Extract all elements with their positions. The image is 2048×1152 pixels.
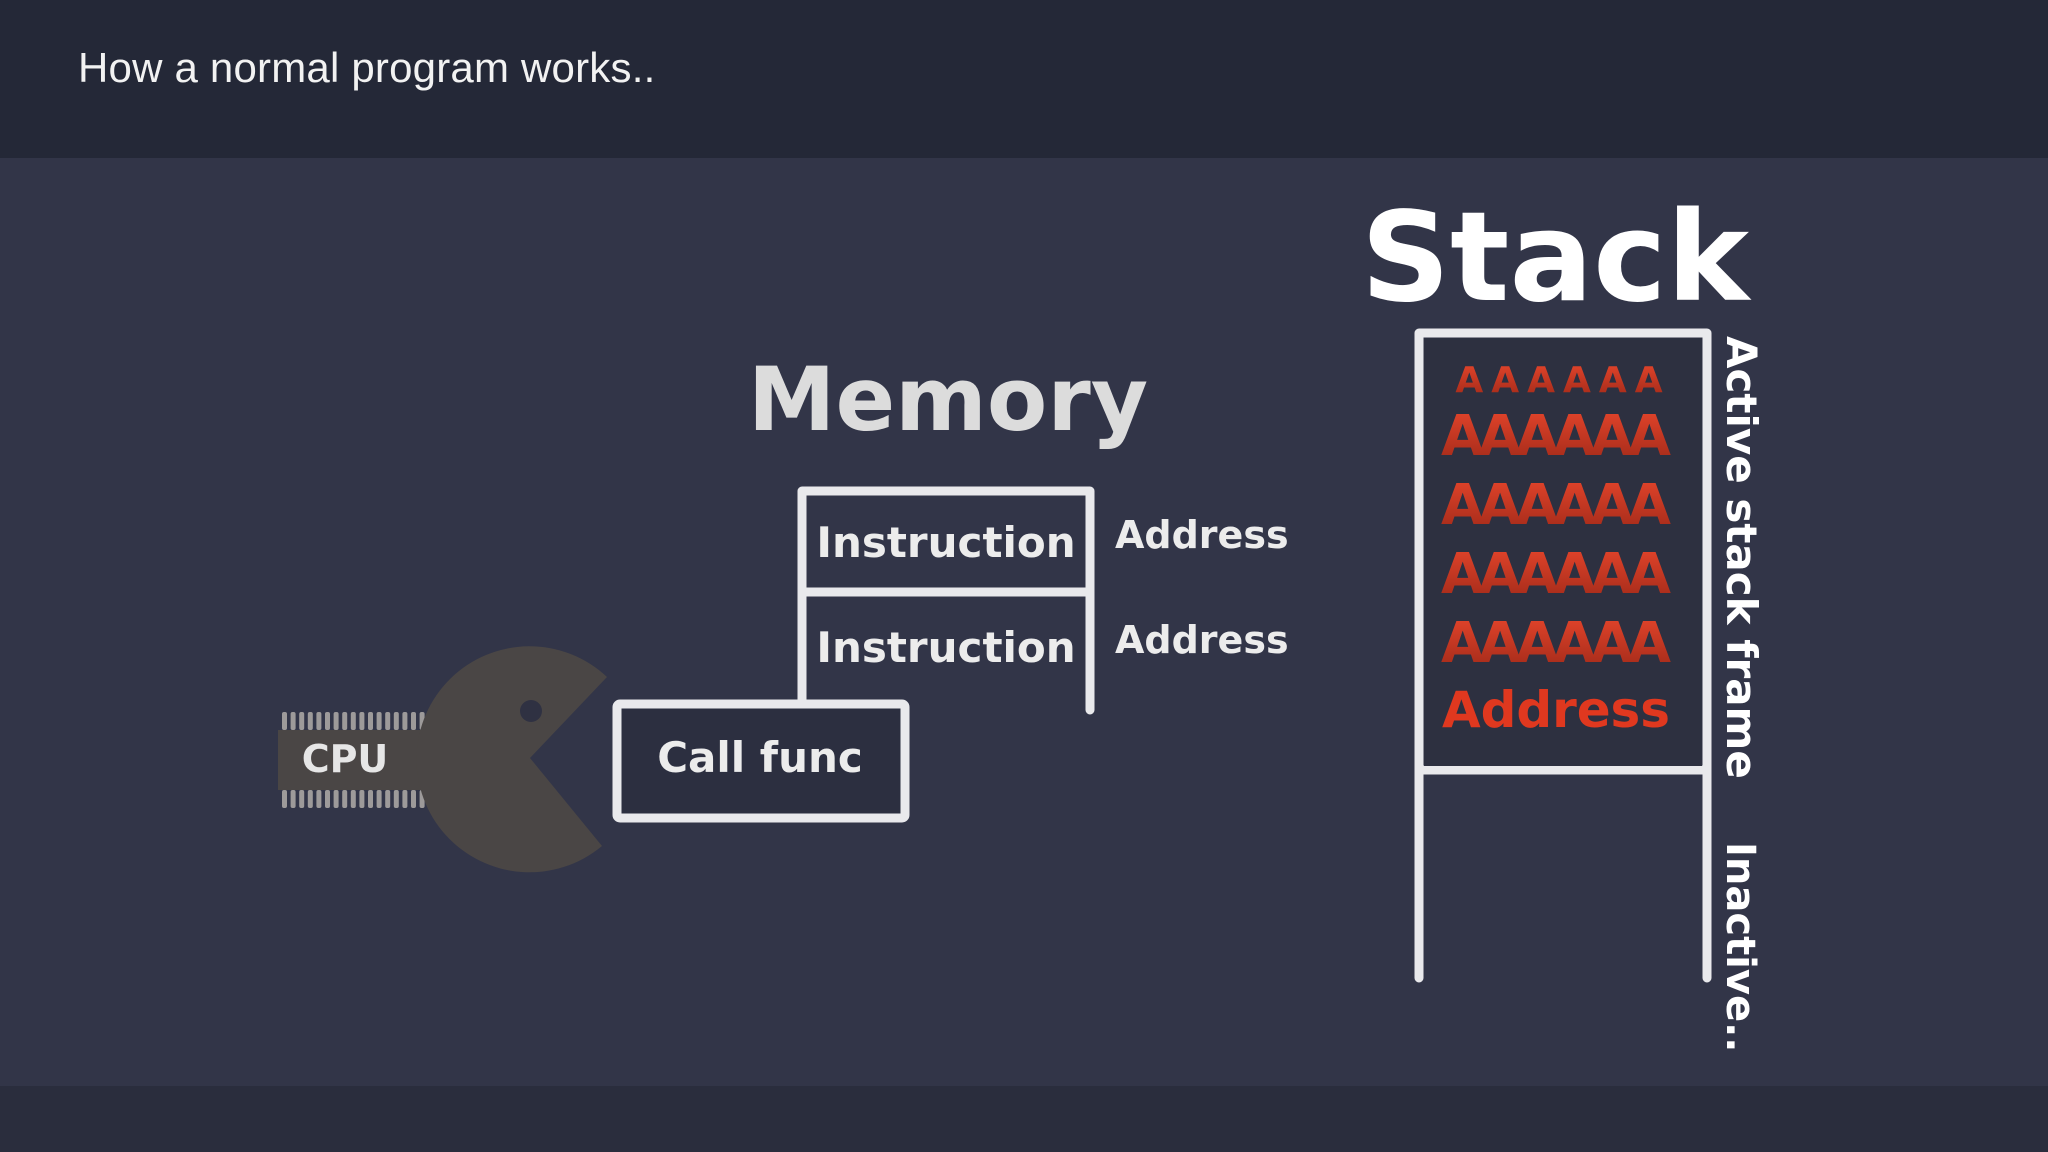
cpu-pin (290, 790, 296, 808)
cpu-pin (393, 712, 399, 730)
overflow-row: AAAAAA (1441, 473, 1672, 538)
memory-block (797, 486, 1095, 715)
footer-bar (0, 1086, 2048, 1152)
cpu-pin (333, 790, 339, 808)
cpu-pin (385, 790, 391, 808)
cpu-pin (376, 712, 382, 730)
cpu-pin (325, 712, 330, 730)
slide-title: How a normal program works.. (78, 44, 656, 91)
cpu-pin (299, 712, 305, 730)
cpu-pin (368, 790, 373, 808)
cpu-pin (342, 790, 348, 808)
stack-container (1414, 328, 1712, 983)
call-func-label: Call func (657, 733, 863, 782)
cpu-pin (359, 790, 365, 808)
cpu-pin (307, 790, 313, 808)
inactive-frame-label: Inactive.. (1717, 842, 1763, 1053)
cpu-pin (307, 712, 313, 730)
cpu-pin (402, 790, 408, 808)
memory-cell-2: Instruction Address (816, 618, 1288, 672)
header-bar (0, 0, 2048, 158)
overflow-row: AAAAAA (1441, 404, 1672, 469)
overflow-row: AAAAAA (1441, 611, 1672, 676)
cpu-pin (402, 712, 408, 730)
cpu-pin (333, 712, 339, 730)
cpu-label: CPU (302, 737, 389, 781)
memory-address-label: Address (1115, 618, 1289, 662)
cpu-pin (342, 712, 348, 730)
cpu-pin (299, 790, 305, 808)
memory-address-label: Address (1115, 513, 1289, 557)
cpu-pins (282, 712, 425, 808)
overflow-row: AAAAAA (1441, 542, 1672, 607)
cpu-pin (282, 790, 287, 808)
active-frame-label: Active stack frame (1717, 336, 1766, 779)
cpu-pin (350, 790, 356, 808)
memory-instruction-label: Instruction (816, 518, 1075, 567)
cpu-pin (359, 712, 365, 730)
cpu-pin (393, 790, 399, 808)
pacman-eye (520, 700, 542, 722)
cpu-pacman-icon (416, 646, 607, 873)
cpu-pin (376, 790, 382, 808)
overflow-row: AAAAAA (1455, 360, 1670, 401)
memory-title: Memory (748, 348, 1148, 451)
cpu-pin (316, 712, 322, 730)
cpu-pin (316, 790, 322, 808)
cpu-pin (325, 790, 330, 808)
memory-instruction-label: Instruction (816, 623, 1075, 672)
call-func-box (612, 699, 910, 823)
active-frame-area (1424, 338, 1702, 766)
cpu-pin (411, 790, 416, 808)
cpu-pin (282, 712, 287, 730)
cpu-pin (385, 712, 391, 730)
cpu-pin (368, 712, 373, 730)
cpu-pin (290, 712, 296, 730)
cpu-pin (411, 712, 416, 730)
memory-cell-1: Instruction Address (816, 513, 1288, 567)
stack-title: Stack (1361, 186, 1752, 330)
cpu-pin (350, 712, 356, 730)
stack-return-address: Address (1442, 681, 1670, 739)
cpu-chip (278, 730, 428, 790)
